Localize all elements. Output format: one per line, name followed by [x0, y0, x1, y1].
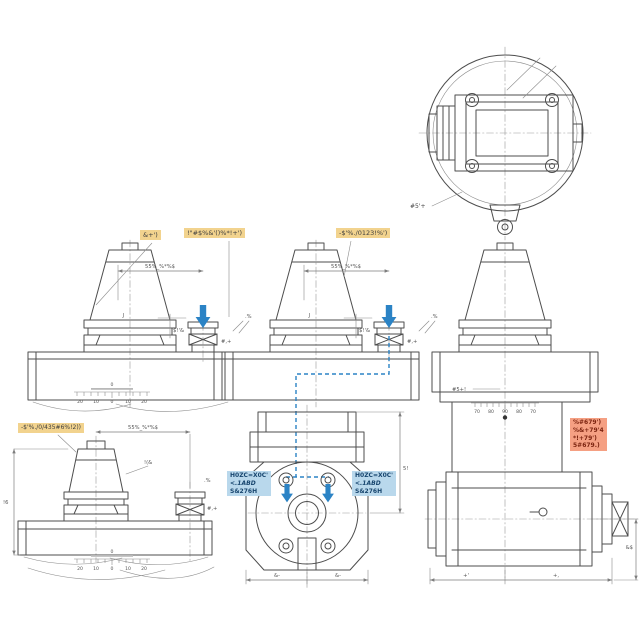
- callout-tool1: &+'): [140, 230, 161, 241]
- callout-tool3: -$'%./0123!%'): [336, 228, 391, 239]
- coolant-arrow-icon: [381, 305, 397, 328]
- dim-side-height-label: &$: [626, 545, 633, 551]
- top-view-circle: #5'+: [410, 46, 592, 241]
- callout-tool2: !"#$%&'()%*!+'): [184, 228, 246, 239]
- dim-overhang-label: 55%_%*%$: [128, 425, 158, 431]
- dim-front-height-label: 5!: [403, 466, 408, 472]
- coolant-note-right: H0ZC=X0C' <.1ABD S&276H: [352, 471, 397, 497]
- hsk-view: 55%_%*%$ !(& .% #,+ !6: [3, 425, 217, 580]
- dim-side-a-label: +': [463, 573, 469, 579]
- tool-view-2: [214, 240, 438, 407]
- dim-left-height-label: !6: [3, 500, 8, 506]
- coolant-arrow-icon: [195, 305, 211, 328]
- coolant-note-left: H0ZC=X0C' <.1ABD S&276H: [227, 471, 272, 497]
- tool-view-1: [28, 240, 252, 412]
- side-view: #5+! +' +, &$: [424, 242, 639, 585]
- dim-nose-label: #,+: [207, 506, 217, 512]
- dim-hsk-len-label: !(&: [144, 460, 152, 466]
- callout-tool4: -$'%./0/435#6%!2)): [18, 423, 85, 433]
- front-view: &- &- 5!: [245, 404, 408, 591]
- dim-front-half-left-label: &-: [274, 573, 280, 579]
- coolant-path-dashed: [286, 336, 390, 478]
- dim-side-b-label: +,: [553, 573, 559, 579]
- coolant-arrow-icon: [322, 484, 334, 503]
- side-view-ref-label: #5+!: [452, 387, 466, 393]
- dim-pct-label: .%: [204, 478, 211, 484]
- spec-note: %#679') %&+79'4 *!+79') 5#679.): [570, 418, 607, 452]
- top-view-ref-label: #5'+: [410, 203, 426, 210]
- dim-front-half-right-label: &-: [335, 573, 341, 579]
